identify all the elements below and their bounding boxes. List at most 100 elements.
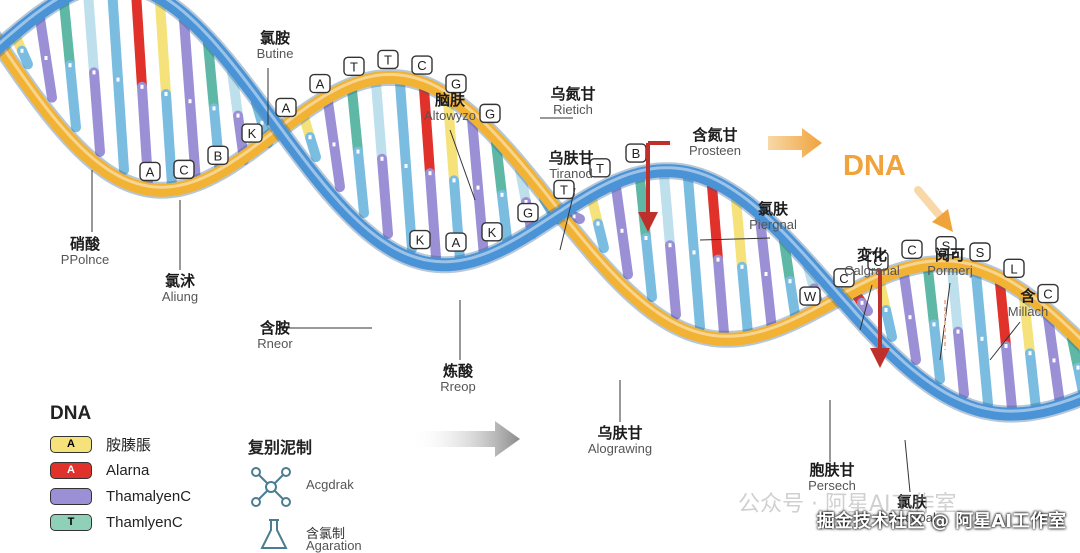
label-tiranod: 乌肤甘 Tiranod (531, 149, 611, 182)
label-en: Alograwing (587, 441, 653, 457)
base-tag (309, 73, 331, 94)
label-cn: 含氮甘 (692, 126, 738, 144)
label-cn: 炼酸 (442, 362, 473, 380)
base-pair-rung (689, 247, 705, 332)
watermark-faint: 公众号 · 阿星AI工作室 (738, 492, 957, 517)
base-tag-letter: K (248, 126, 257, 141)
base-tag-letter: C (179, 162, 188, 177)
base-pair-rung (971, 268, 987, 344)
base-pair-rung (377, 153, 393, 240)
base-tag (1037, 283, 1059, 304)
base-pair-rung (1019, 292, 1035, 359)
base-pair-rung (203, 38, 219, 114)
base-tag (207, 145, 229, 166)
label-en: Persech (808, 478, 856, 494)
base-tag (343, 56, 365, 77)
label-cn: 含胺 (259, 319, 290, 337)
base-pair-rung (83, 0, 99, 78)
base-pair-rung (443, 96, 459, 186)
base-pair-rung (161, 89, 177, 191)
label-prosteen: 含氮甘 Prosteen (670, 126, 760, 159)
label-cn: 乌肤甘 (597, 424, 643, 442)
base-pair-rung (617, 225, 633, 280)
base-pair-rung (1043, 311, 1059, 366)
label-en: Decupal (888, 510, 936, 526)
label-en: Aliung (161, 289, 199, 305)
base-pair-rung (323, 96, 339, 150)
dna-title: DNA (843, 150, 906, 182)
base-tag-letter: T (350, 59, 358, 74)
label-alograwing: 乌肤甘 Alograwing (572, 424, 668, 457)
base-pair-rung (1073, 362, 1080, 400)
base-tag (139, 161, 161, 182)
base-tag-letter: C (417, 58, 426, 73)
label-piergnal: 氯肤 Piergnal (733, 200, 813, 233)
legend-label: Alarna (106, 461, 150, 479)
label-cn: 氯肤 (896, 493, 927, 511)
base-tag (445, 73, 467, 94)
base-tag-letter: B (214, 148, 223, 163)
base-pair-rung (491, 137, 507, 200)
base-tag-letter: C (873, 254, 882, 269)
label-en: Millach (1007, 304, 1049, 320)
label-cn: 胞肤甘 (809, 461, 855, 479)
base-tag (275, 97, 297, 118)
base-pair-rung (473, 182, 489, 261)
label-en: Tiranod (549, 166, 593, 182)
leader-line (699, 237, 771, 241)
base-tag (241, 123, 263, 143)
label-en: Prosteen (688, 143, 742, 159)
label-en: Butine (256, 46, 294, 62)
base-tag-letter: A (146, 164, 155, 179)
label-cn: 変化 (856, 246, 887, 264)
label-ppolnce: 硝酸 PPolnce (45, 235, 125, 268)
base-tag-letter: T (560, 182, 568, 197)
base-tag-letter: L (1010, 261, 1017, 276)
base-pair-rung (731, 194, 747, 272)
label-cn: 氯胺 (259, 29, 290, 47)
network-icon (251, 467, 291, 507)
base-tag (553, 179, 575, 200)
label-decupal: 氯肤 Decupal (872, 493, 952, 526)
base-tag-letter: K (416, 233, 425, 248)
base-tag (445, 232, 467, 252)
base-pair-rung (593, 218, 609, 253)
leader-line (989, 321, 1021, 361)
base-pair-rung (707, 180, 723, 265)
base-tag-letter: C (839, 271, 848, 286)
orange-strand-highlight (0, 40, 1080, 341)
base-pair-rung (347, 85, 363, 157)
leader-line (449, 129, 476, 201)
legend-chip (50, 487, 92, 505)
base-tag (867, 251, 889, 271)
base-tag (411, 55, 433, 75)
base-tag-letter: T (384, 52, 392, 67)
base-pair-rung (953, 326, 969, 400)
base-tag-letter: G (485, 106, 495, 121)
label-en: Rietich (553, 102, 593, 118)
label-rneor: 含胺 Rneor (235, 319, 315, 352)
base-tag-letter: S (976, 245, 985, 260)
base-pair-rung (995, 278, 1011, 351)
base-pair-rung (1001, 341, 1017, 414)
base-pair-rung (155, 0, 171, 99)
base-pair-rung (881, 305, 897, 342)
base-tag (969, 242, 991, 262)
base-pair-rung (665, 240, 681, 320)
base-pair-rung (467, 114, 483, 193)
label-rreop: 炼酸 Rreop (418, 362, 498, 395)
base-tag (517, 202, 539, 223)
flask-icon (260, 519, 288, 549)
label-en: Piergnal (749, 217, 797, 233)
base-pair-rung (65, 60, 81, 133)
legend-chip: T (50, 513, 92, 531)
base-tag (377, 49, 399, 70)
base-pair-rung (755, 213, 771, 279)
base-pair-rung (713, 254, 729, 339)
label-cn: 氯肤 (757, 200, 788, 218)
red-arrow-head (870, 348, 890, 368)
label-cn: 阋可 (934, 246, 965, 264)
base-tag (173, 159, 195, 180)
